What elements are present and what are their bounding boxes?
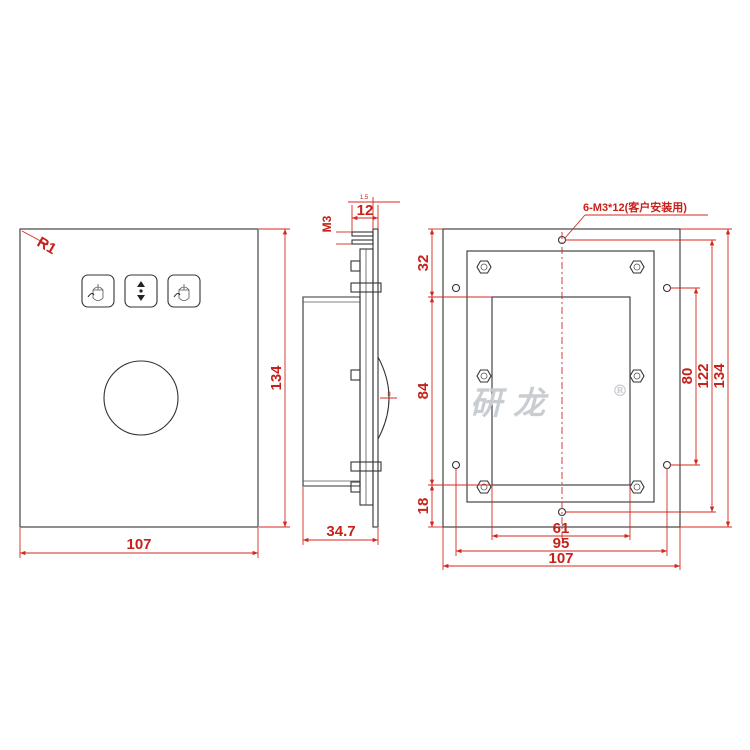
- rear-view: 研 龙 ® 6-M3*12(客户安装用): [415, 200, 732, 570]
- mouse-right-icon: [173, 284, 190, 301]
- rear-right-inner-label: 80: [679, 368, 696, 385]
- front-view: R1 107 134: [19, 228, 290, 558]
- rear-bottom-mid-label: 95: [553, 535, 570, 552]
- watermark: 研 龙: [470, 384, 549, 422]
- scroll-arrows-icon: [137, 281, 145, 301]
- rear-frame: [466, 250, 655, 503]
- rear-right-mid-label: 122: [695, 363, 712, 388]
- side-body: [302, 296, 361, 487]
- side-panel: [372, 228, 379, 528]
- front-width-label: 107: [126, 536, 151, 553]
- rear-left-mid-label: 84: [415, 382, 432, 399]
- front-panel-outline: [19, 228, 259, 528]
- mounting-note: 6-M3*12(客户安装用): [583, 200, 687, 214]
- rear-hex-nuts: [476, 260, 645, 494]
- side-depth-label: 34.7: [326, 523, 355, 540]
- side-view: M3 12 1.5 8 34.7: [302, 195, 400, 545]
- front-height-label: 134: [268, 365, 285, 391]
- rear-right-outer-label: 134: [711, 363, 728, 389]
- mouse-left-icon: [87, 284, 104, 301]
- rear-left-top-label: 32: [415, 255, 432, 272]
- thread-label: M3: [320, 215, 334, 232]
- rear-left-bottom-label: 18: [415, 498, 432, 515]
- side-frame: [359, 248, 374, 506]
- side-studs: [350, 260, 382, 493]
- trackball[interactable]: [103, 360, 179, 436]
- ball-protrusion-label: 8: [387, 392, 391, 398]
- right-click-button[interactable]: [167, 274, 201, 308]
- rear-mounting-holes: [451, 235, 672, 517]
- scroll-button[interactable]: [124, 274, 158, 308]
- rear-bottom-inner-label: 61: [553, 520, 570, 537]
- radius-label: R1: [34, 234, 59, 258]
- left-click-button[interactable]: [81, 274, 115, 308]
- trademark: ®: [612, 381, 628, 400]
- rear-window: [491, 296, 631, 486]
- rear-bottom-outer-label: 107: [548, 550, 573, 567]
- top-small-label: 1.5: [360, 195, 369, 201]
- radius-leader: [21, 230, 49, 246]
- rear-panel-outline: [442, 228, 681, 528]
- top-width-label: 12: [357, 202, 374, 219]
